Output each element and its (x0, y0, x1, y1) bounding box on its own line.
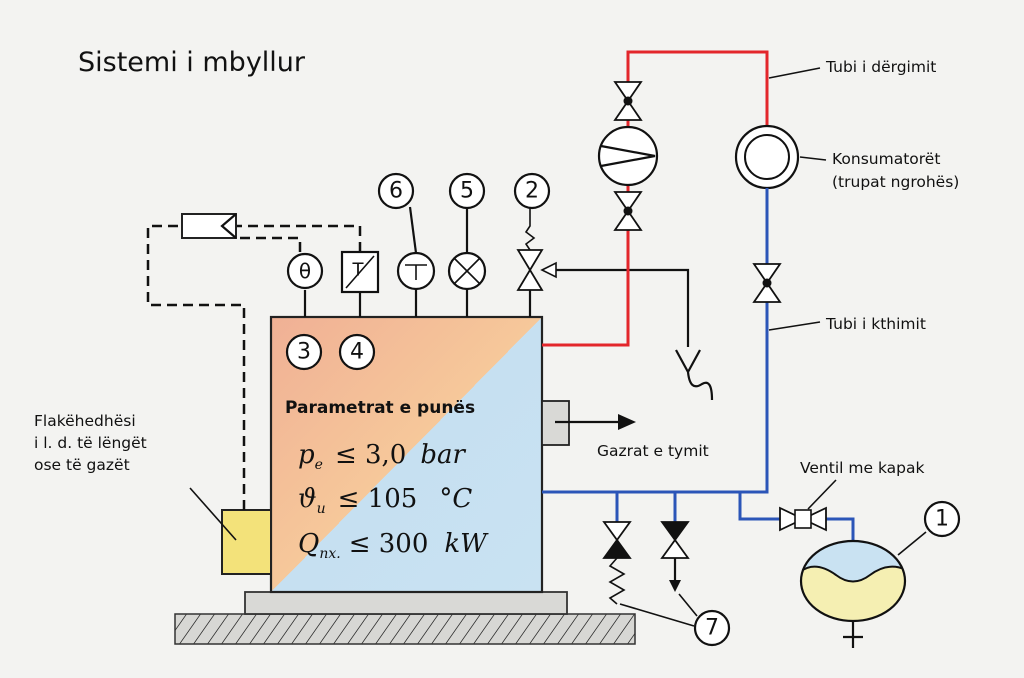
flue-gases-label: Gazrat e tymit (597, 442, 709, 460)
control-line-burner (146, 224, 246, 510)
return-pipe-branch (738, 492, 780, 521)
expansion-vessel (799, 539, 907, 623)
marker-circle-2 (513, 172, 551, 210)
marker-circle-1 (923, 500, 961, 538)
supply-pipe-label: Tubi i dërgimit (825, 58, 936, 76)
drain-valve-right (660, 521, 690, 559)
ground-hatch (174, 613, 636, 645)
marker-6: 6 (389, 179, 403, 204)
thermometer-symbol: θ (299, 259, 311, 283)
marker-4: 4 (350, 340, 364, 365)
return-valve (752, 263, 782, 303)
return-pipe-label: Tubi i kthimit (825, 315, 926, 333)
marker-1: 1 (935, 507, 949, 532)
circulation-pump-icon (597, 125, 659, 187)
marker-circle-6 (377, 172, 415, 210)
burner-label-line1: Flakëhedhësi (34, 412, 136, 430)
page-title: Sistemi i mbyllur (78, 47, 306, 78)
marker-circle-5 (448, 172, 486, 210)
burner-label-line2: i l. d. të lëngët (34, 434, 147, 452)
burner-label-line3: ose të gazët (34, 456, 130, 474)
marker-2: 2 (525, 179, 539, 204)
control-line-thermostat (236, 224, 362, 252)
supply-valve-lower (613, 191, 643, 231)
boiler-base (244, 591, 568, 615)
drain-spring-icon (608, 557, 626, 605)
drain-funnel-icon (675, 349, 714, 401)
marker-7: 7 (705, 616, 719, 641)
temperature-parameter: ϑu≤ 105°C (298, 484, 472, 517)
marker-circle-7 (693, 609, 731, 647)
control-relay (181, 213, 237, 239)
thermometer-icon (286, 252, 324, 290)
supply-valve-upper (613, 81, 643, 121)
capped-valve-icon (779, 506, 827, 532)
burner (221, 509, 272, 575)
capped-valve-label: Ventil me kapak (800, 459, 924, 477)
safety-valve-icon (516, 268, 544, 291)
drain-valve-left (602, 521, 632, 559)
consumers-label-line1: Konsumatorët (832, 150, 940, 168)
marker-3: 3 (297, 340, 311, 365)
marker-circle-3 (285, 333, 323, 371)
supply-pipe (542, 50, 769, 347)
consumers-label-line2: (trupat ngrohës) (832, 173, 959, 191)
marker-circle-4 (338, 333, 376, 371)
parameters-heading: Parametrat e punës (285, 398, 475, 418)
control-line-thermometer (236, 236, 302, 252)
marker-5: 5 (460, 179, 474, 204)
thermostat-symbol: T (352, 260, 365, 281)
flue-gas-arrow-icon (618, 414, 636, 430)
